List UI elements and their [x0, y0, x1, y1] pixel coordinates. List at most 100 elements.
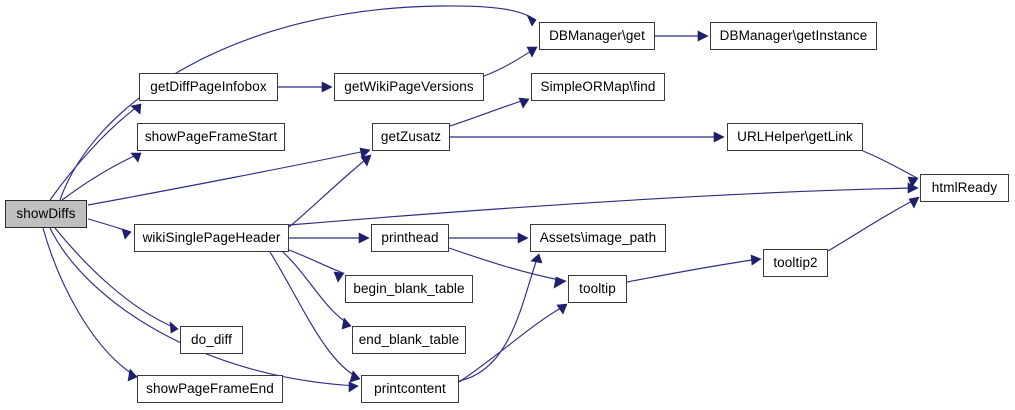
arrowhead-icon [713, 131, 725, 143]
arrowhead-icon [556, 303, 568, 315]
graph-node-getDiffPageInfobox[interactable]: getDiffPageInfobox [139, 73, 278, 101]
graph-node-label: htmlReady [931, 180, 998, 196]
arrowhead-icon [517, 232, 529, 244]
graph-edge-printhead-to-AssetsImagePath [449, 232, 529, 244]
graph-edge-showDiffs-to-showPageFrameStart [61, 152, 142, 201]
graph-node-tooltip[interactable]: tooltip [568, 275, 627, 303]
graph-edge-printhead-to-tooltip [448, 247, 567, 289]
arrowhead-icon [907, 176, 919, 188]
graph-node-showPageFrameEnd[interactable]: showPageFrameEnd [137, 375, 283, 403]
graph-node-label: DBManager\getInstance [719, 28, 868, 44]
graph-node-getWikiPageVersions[interactable]: getWikiPageVersions [334, 73, 484, 101]
graph-node-do_diff[interactable]: do_diff [180, 326, 243, 354]
edge-line [49, 103, 142, 201]
graph-node-label: URLHelper\getLink [737, 129, 853, 145]
graph-node-label: SimpleORMap\find [540, 79, 656, 95]
arrowhead-icon [121, 228, 132, 240]
graph-edge-tooltip2-to-htmlReady [827, 196, 920, 252]
edge-line [269, 251, 360, 379]
graph-node-label: end_blank_table [358, 332, 460, 348]
graph-node-DBManagerGet[interactable]: DBManager\get [539, 22, 655, 50]
graph-node-label: Assets\image_path [539, 230, 657, 246]
graph-edge-printcontent-to-tooltip [458, 303, 568, 383]
arrowhead-icon [750, 254, 762, 266]
arrowhead-icon [530, 253, 543, 264]
graph-node-getZusatz[interactable]: getZusatz [372, 123, 450, 151]
edge-line [288, 187, 917, 226]
graph-edge-showDiffs-to-getDiffPageInfobox [49, 103, 142, 201]
arrowhead-icon [130, 103, 142, 115]
graph-edge-showDiffs-to-wikiSinglePageHeader [87, 218, 132, 240]
edge-line [288, 155, 371, 228]
edge-line [59, 5, 537, 201]
arrowhead-icon [348, 381, 359, 393]
graph-node-showPageFrameStart[interactable]: showPageFrameStart [137, 123, 285, 151]
graph-node-SimpleORMapFind[interactable]: SimpleORMap\find [531, 73, 665, 101]
arrowhead-icon [321, 81, 333, 93]
arrowhead-icon [130, 152, 142, 163]
graph-node-wikiSinglePageHeader[interactable]: wikiSinglePageHeader [134, 224, 289, 252]
graph-node-label: do_diff [191, 332, 232, 348]
edge-line [626, 258, 760, 283]
graph-node-end_blank_table[interactable]: end_blank_table [352, 326, 466, 354]
graph-node-AssetsImagePath[interactable]: Assets\image_path [530, 224, 666, 252]
graph-edge-wikiSinglePageHeader-to-getZusatz [288, 154, 372, 228]
graph-node-label: wikiSinglePageHeader [142, 230, 281, 246]
graph-node-label: DBManager\get [549, 28, 645, 44]
graph-edge-getZusatz-to-SimpleORMapFind [449, 97, 530, 127]
graph-node-label: getDiffPageInfobox [150, 79, 267, 95]
arrowhead-icon [127, 368, 138, 382]
graph-node-showDiffs[interactable]: showDiffs [5, 200, 87, 228]
edge-line [449, 98, 529, 127]
arrowhead-icon [341, 317, 352, 330]
arrowhead-icon [333, 271, 345, 283]
graph-node-tooltip2[interactable]: tooltip2 [763, 249, 828, 277]
graph-edge-wikiSinglePageHeader-to-printhead [289, 232, 370, 244]
arrowhead-icon [169, 321, 179, 334]
graph-edge-getWikiPageVersions-to-DBManagerGet [483, 46, 538, 77]
graph-edge-wikiSinglePageHeader-to-end_blank_table [282, 251, 352, 330]
edge-line [458, 304, 567, 383]
graph-node-printcontent[interactable]: printcontent [361, 375, 459, 403]
graph-node-DBManagerGetInstance[interactable]: DBManager\getInstance [710, 22, 877, 50]
graph-edge-showDiffs-to-showPageFrameEnd [42, 227, 138, 382]
edge-line [458, 255, 539, 382]
graph-node-label: getZusatz [380, 129, 442, 145]
arrowhead-icon [553, 276, 567, 289]
edge-line [54, 227, 179, 330]
edge-line [282, 251, 351, 326]
graph-node-URLHelperGetLink[interactable]: URLHelper\getLink [727, 123, 863, 151]
graph-node-htmlReady[interactable]: htmlReady [920, 174, 1009, 202]
edge-line [288, 249, 344, 274]
arrowhead-icon [526, 46, 538, 58]
edge-line [49, 227, 359, 387]
graph-edge-wikiSinglePageHeader-to-htmlReady [288, 182, 919, 226]
graph-edge-showDiffs-to-do_diff [54, 227, 179, 334]
graph-node-label: printcontent [374, 381, 446, 397]
graph-edge-showDiffs-to-printcontent [49, 227, 359, 393]
arrowhead-icon [358, 232, 370, 244]
graph-edge-showDiffs-to-getZusatz [87, 147, 371, 206]
graph-node-label: printhead [381, 230, 439, 246]
graph-node-label: tooltip [579, 281, 616, 297]
edge-line [87, 149, 371, 206]
graph-edge-DBManagerGet-to-DBManagerGetInstance [655, 30, 709, 42]
edge-line [42, 227, 138, 378]
graph-node-printhead[interactable]: printhead [371, 224, 449, 252]
arrowhead-icon [908, 196, 920, 209]
graph-edge-URLHelperGetLink-to-htmlReady [862, 150, 919, 188]
graph-node-begin_blank_table[interactable]: begin_blank_table [345, 275, 473, 303]
graph-node-label: tooltip2 [773, 255, 818, 271]
graph-node-label: showPageFrameStart [144, 129, 278, 145]
graph-node-label: getWikiPageVersions [344, 79, 474, 95]
edge-line [483, 47, 537, 77]
graph-edge-tooltip-to-tooltip2 [626, 254, 762, 283]
edge-line [862, 150, 918, 179]
arrowhead-icon [518, 97, 530, 109]
arrowhead-icon [359, 147, 371, 159]
edge-line [61, 152, 142, 201]
edge-line [827, 197, 919, 252]
graph-edge-wikiSinglePageHeader-to-begin_blank_table [288, 249, 345, 283]
